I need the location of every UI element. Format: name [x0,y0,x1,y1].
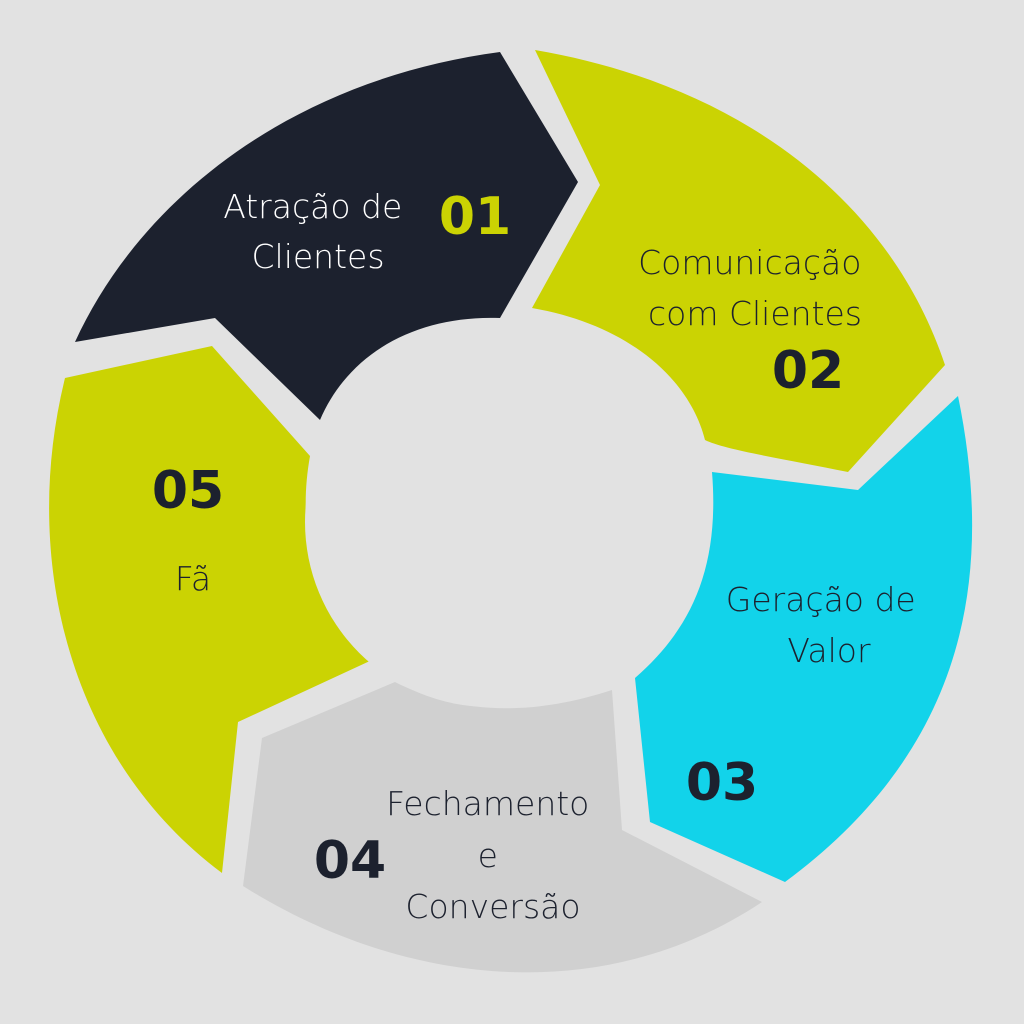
step-02-number: 02 [772,341,844,401]
step-03-label-line-2: Valor [787,631,871,670]
step-03-label: Geração de Valor [726,580,926,670]
step-02-label-line-1: Comunicação [638,243,861,282]
step-04-label-line-3: Conversão [405,887,580,926]
step-02-segment [532,50,945,472]
step-04: Fechamento e Conversão 04 [243,682,762,973]
step-03: Geração de Valor 03 [635,396,973,882]
step-04-label: Fechamento e Conversão [386,784,600,926]
step-01-label-line-2: Clientes [251,237,384,276]
step-01-number: 01 [439,187,511,247]
step-01-segment [75,52,578,420]
step-04-number: 04 [314,831,386,891]
step-02-label: Comunicação com Clientes [638,243,872,333]
step-03-segment [635,396,973,882]
step-04-segment [243,682,762,973]
step-05-segment [49,346,372,873]
step-03-number: 03 [686,753,758,813]
step-04-label-line-2: e [478,836,498,875]
step-01-label-line-1: Atração de [223,187,402,226]
step-01-label: Atração de Clientes [223,187,413,276]
step-05-label: Fã [175,559,211,598]
step-05: 05 Fã [49,346,372,873]
step-02: Comunicação com Clientes 02 [532,50,945,472]
step-01: Atração de Clientes 01 [75,52,578,420]
center-circle [305,337,675,707]
step-05-number: 05 [152,461,224,521]
step-02-label-line-2: com Clientes [648,294,862,333]
step-04-label-line-1: Fechamento [386,784,589,823]
step-03-label-line-1: Geração de [726,580,916,619]
